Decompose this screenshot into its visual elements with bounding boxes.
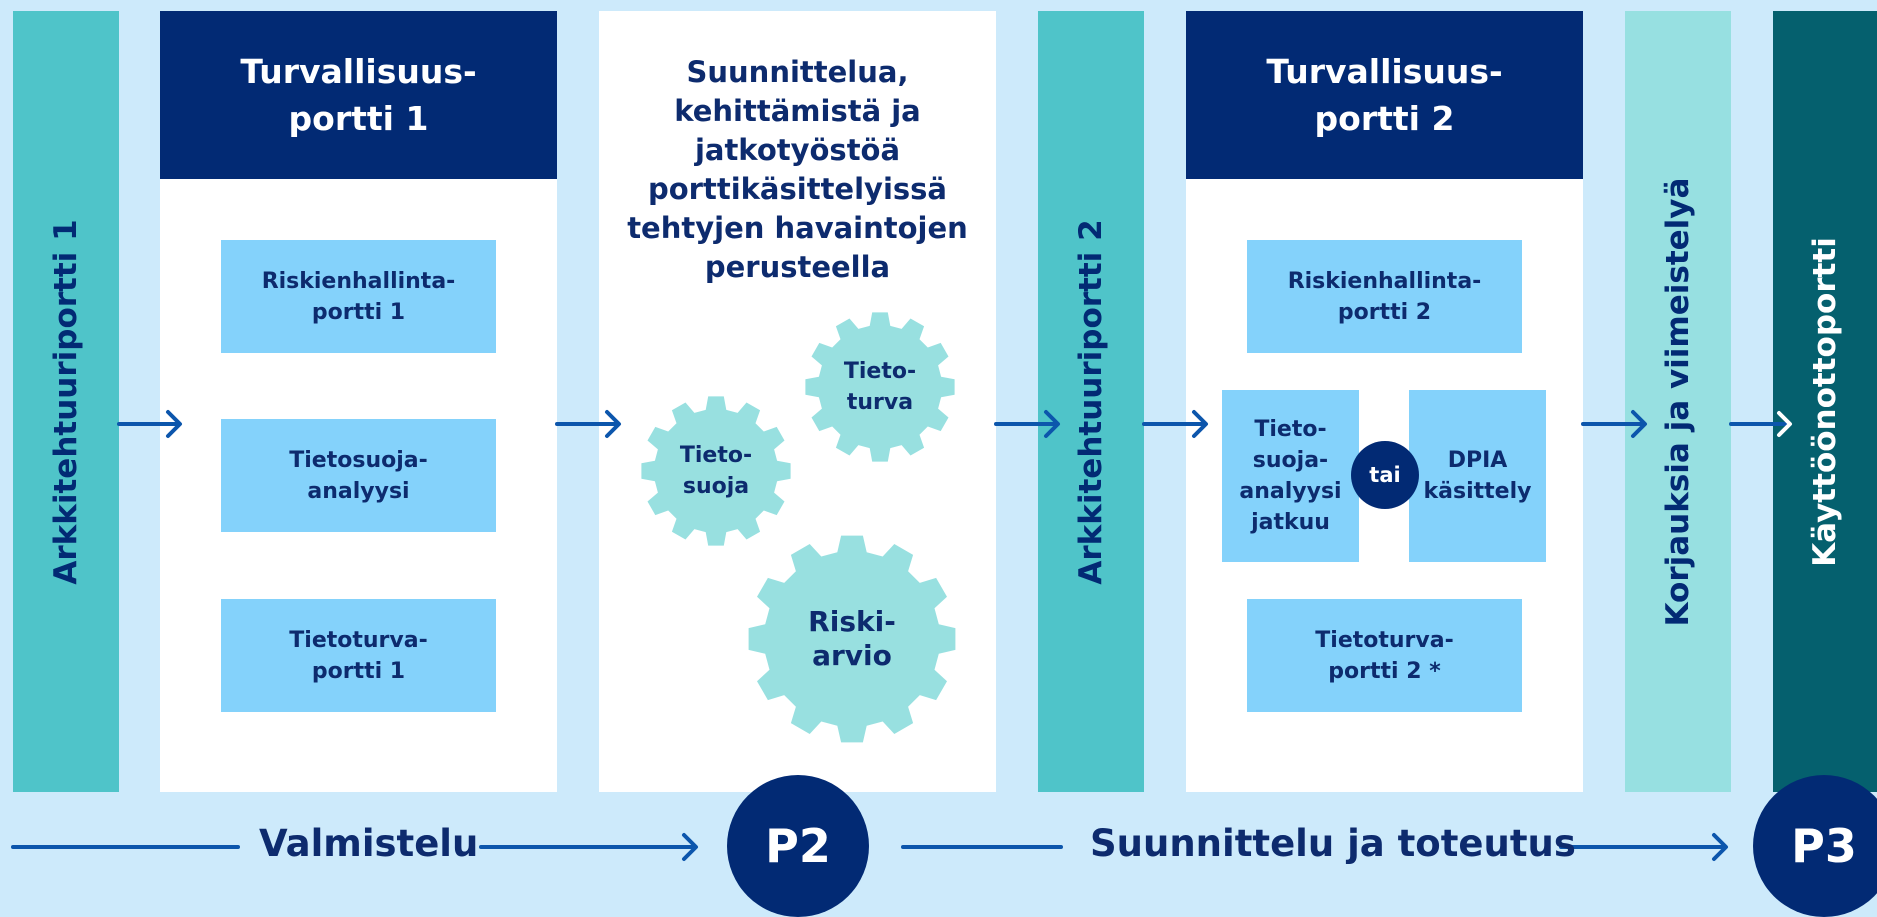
phase-design-implementation: Suunnittelu ja toteutus: [1090, 822, 1576, 865]
arrow-icon: [479, 833, 698, 861]
gears-illustration: [641, 312, 956, 743]
privacy-analysis-box: Tietosuoja- analyysi: [221, 419, 496, 532]
risk-management-gate-2-box: Riskienhallinta- portti 2: [1247, 240, 1522, 353]
fixes-and-finishing: Korjauksia ja viimeistelyä: [1625, 11, 1731, 792]
arrow-icon: [1581, 410, 1647, 438]
security-gate-2-title: Turvallisuus- portti 2: [1186, 11, 1583, 179]
planning-description: Suunnittelua, kehittämistä ja jatkotyöst…: [627, 55, 968, 284]
gear-icon: [805, 312, 955, 462]
or-badge: tai: [1351, 441, 1419, 509]
deployment-gate: Käyttöönottoportti: [1773, 11, 1877, 792]
gear-label-risk-assessment: Riski- arvio: [808, 605, 896, 672]
phase-preparation: Valmistelu: [259, 822, 479, 865]
arrow-icon: [1559, 833, 1728, 861]
security-gate-1-column: Turvallisuus- portti 1 Riskienhallinta- …: [160, 11, 557, 792]
milestone-p2: P2: [727, 775, 869, 917]
architecture-gate-1: Arkkitehtuuriportti 1: [13, 11, 119, 792]
planning-column: Suunnittelua, kehittämistä ja jatkotyöst…: [599, 11, 996, 792]
dpia-processing-box: DPIA käsittely: [1409, 390, 1546, 562]
gear-icon: [748, 535, 956, 743]
arrow-icon: [1142, 410, 1208, 438]
security-gate-1-box: Tietoturva- portti 1: [221, 599, 496, 712]
gear-label-privacy: Tieto- suoja: [679, 443, 753, 499]
arrow-icon: [994, 410, 1060, 438]
security-gate-2-box: Tietoturva- portti 2 *: [1247, 599, 1522, 712]
arrow-icon: [555, 410, 621, 438]
arrow-icon: [1729, 411, 1792, 437]
gear-icon: [641, 396, 791, 546]
gear-label-security: Tieto- turva: [843, 359, 917, 415]
milestone-p3: P3: [1753, 775, 1877, 917]
privacy-analysis-continues-box: Tieto- suoja- analyysi jatkuu: [1222, 390, 1359, 562]
risk-management-gate-1-box: Riskienhallinta- portti 1: [221, 240, 496, 353]
architecture-gate-2: Arkkitehtuuriportti 2: [1038, 11, 1144, 792]
arrow-icon: [117, 410, 182, 438]
security-gate-2-column: Turvallisuus- portti 2 Riskienhallinta- …: [1186, 11, 1583, 792]
security-gate-1-title: Turvallisuus- portti 1: [160, 11, 557, 179]
